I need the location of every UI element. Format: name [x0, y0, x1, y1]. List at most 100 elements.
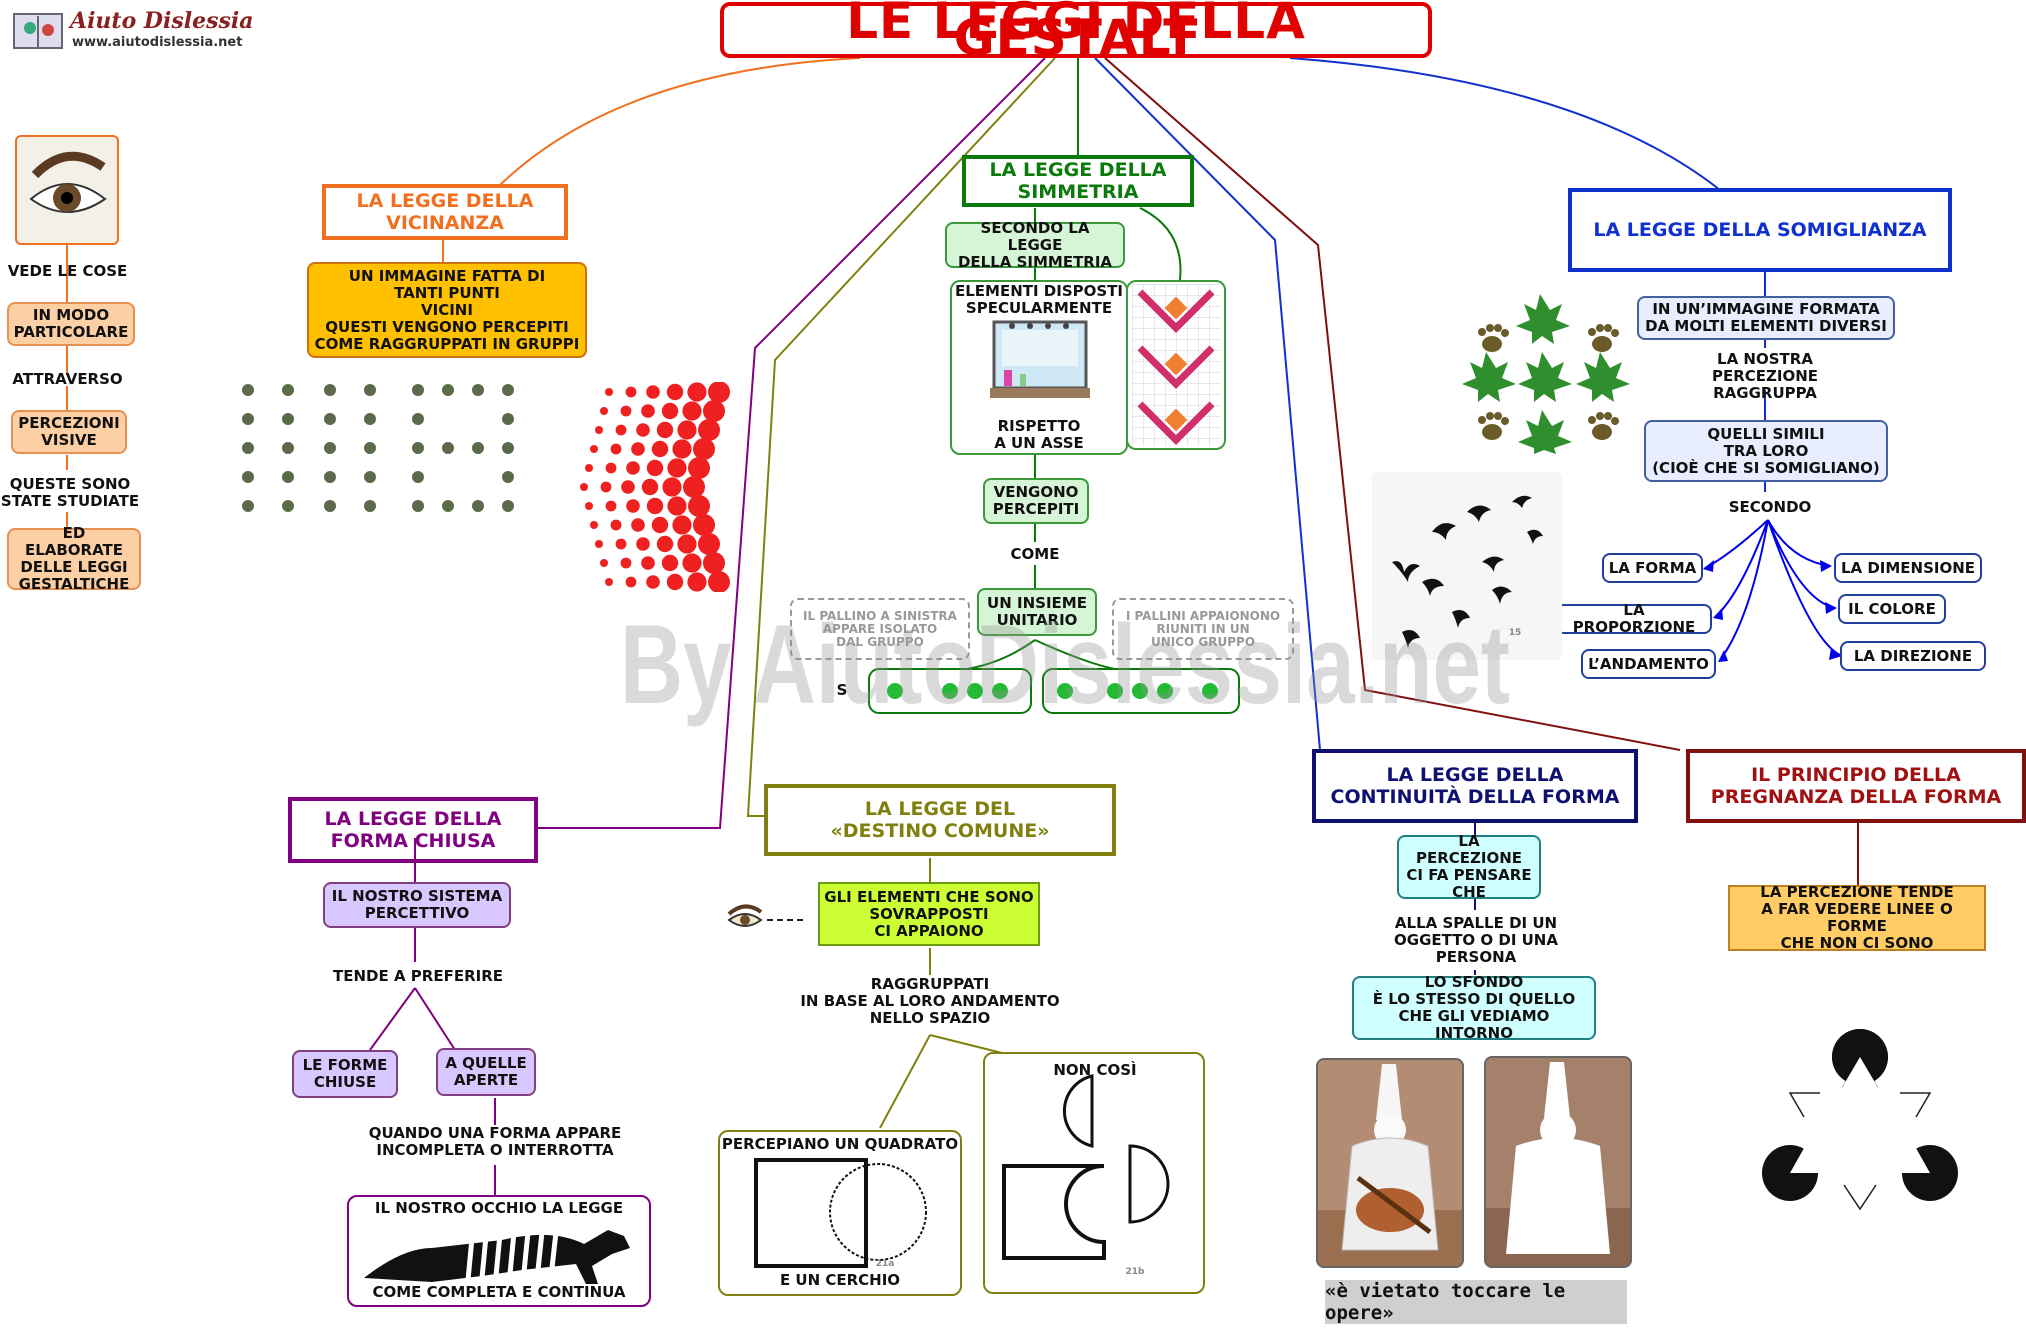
- gray-dot: [364, 413, 376, 425]
- red-dot: [590, 445, 598, 453]
- forma-chiusa-box-aperte: A QUELLE APERTE: [436, 1048, 536, 1096]
- branch-continuita: [1094, 57, 1321, 751]
- forma-chiusa-text-incompleta: QUANDO UNA FORMA APPARE INCOMPLETA O INT…: [368, 1124, 622, 1159]
- gray-dot: [242, 384, 254, 396]
- red-dot: [646, 575, 660, 589]
- green-dot: [1107, 683, 1123, 699]
- criterion-andamento: L’ANDAMENTO: [1581, 649, 1716, 679]
- green-dot: [967, 683, 983, 699]
- red-dot: [605, 500, 617, 512]
- criterion-forma: LA FORMA: [1602, 553, 1703, 583]
- green-dot: [1057, 683, 1073, 699]
- red-dot: [636, 537, 650, 551]
- gray-dot: [364, 384, 376, 396]
- continuita-box-percezione: LA PERCEZIONE CI FA PENSARE CHE: [1397, 833, 1541, 901]
- somiglianza-text-raggruppa: LA NOSTRA PERCEZIONE RAGGRUPPA: [1711, 350, 1819, 402]
- red-dot: [610, 443, 622, 455]
- red-dot: [672, 439, 692, 459]
- red-dot: [656, 535, 674, 553]
- red-dot: [708, 571, 730, 592]
- red-dot: [687, 572, 707, 592]
- continuita-box-sfondo: LO SFONDO È LO STESSO DI QUELLO CHE GLI …: [1352, 974, 1596, 1042]
- red-dot: [600, 559, 608, 567]
- gray-dot: [412, 500, 424, 512]
- left-box-modo: IN MODO PARTICOLARE: [7, 302, 135, 346]
- red-dot: [672, 515, 692, 535]
- gray-dot: [324, 442, 336, 454]
- destino-text-raggruppati: RAGGRUPPATI IN BASE AL LORO ANDAMENTO NE…: [800, 975, 1060, 1027]
- red-dot: [666, 383, 684, 401]
- greyhound-icon: [362, 1218, 638, 1292]
- red-dot: [626, 499, 640, 513]
- criterion-colore: IL COLORE: [1838, 594, 1946, 624]
- forma-chiusa-text-preferire: TENDE A PREFERIRE: [333, 967, 503, 985]
- green-dots-figure: [868, 668, 1240, 714]
- red-dot: [708, 382, 730, 403]
- branch-destino: [746, 57, 1056, 817]
- green-dot: [992, 683, 1008, 699]
- red-dot: [683, 476, 705, 498]
- simmetria-text-speculari: ELEMENTI DISPOSTI SPECULARMENTE: [954, 282, 1123, 317]
- criterion-proporzione: LA PROPORZIONE: [1556, 602, 1712, 636]
- continuita-header: LA LEGGE DELLA CONTINUITÀ DELLA FORMA: [1312, 749, 1638, 823]
- simmetria-box-unitario: UN INSIEME UNITARIO: [977, 588, 1097, 636]
- destino-frame-noncosi: [983, 1052, 1205, 1294]
- red-dot: [698, 533, 720, 555]
- simmetria-box-secondo: SECONDO LA LEGGE DELLA SIMMETRIA: [945, 219, 1125, 270]
- forma-chiusa-box-sistema: IL NOSTRO SISTEMA PERCETTIVO: [323, 882, 511, 928]
- green-dot: [1157, 683, 1173, 699]
- red-dot: [615, 424, 627, 436]
- square-circle-figure: [748, 1156, 938, 1276]
- gray-dot: [282, 413, 294, 425]
- red-dot: [600, 481, 612, 493]
- eye-icon: [15, 135, 119, 245]
- kanizsa-triangle-figure: [1760, 1025, 1960, 1219]
- green-dot: [1202, 683, 1218, 699]
- gray-dot: [282, 471, 294, 483]
- red-dot: [610, 519, 622, 531]
- watermark: By AiutoDislessia.net: [620, 602, 1511, 727]
- red-dot: [687, 382, 707, 402]
- gray-dot: [412, 384, 424, 396]
- simmetria-text-come: COME: [1010, 545, 1060, 563]
- red-dot: [667, 496, 687, 516]
- left-text-studiate: QUESTE SONO STATE STUDIATE: [0, 475, 140, 510]
- red-dot: [682, 553, 702, 573]
- destino-header: LA LEGGE DEL «DESTINO COMUNE»: [764, 784, 1116, 856]
- page-title: LE LEGGI DELLA GESTALT: [720, 0, 1432, 63]
- leaves-pawprints-figure: [1462, 292, 1630, 458]
- destino-frame1-top: PERCEPIANO UN QUADRATO: [721, 1135, 959, 1153]
- red-dots-figure: [580, 382, 730, 592]
- forma-chiusa-frame-bottom: COME COMPLETA E CONTINUA: [372, 1283, 626, 1301]
- red-dot: [600, 407, 608, 415]
- destino-frame2-num: 21b: [1125, 1267, 1145, 1277]
- gray-dot: [472, 442, 484, 454]
- gray-dot: [502, 500, 514, 512]
- gray-dot: [242, 471, 254, 483]
- red-dot: [651, 516, 669, 534]
- logo-url: www.aiutodislessia.net: [72, 35, 243, 50]
- vicinanza-header: LA LEGGE DELLA VICINANZA: [322, 184, 568, 240]
- red-dot: [626, 461, 640, 475]
- red-dot: [682, 401, 702, 421]
- gray-dot: [412, 413, 424, 425]
- destino-frame1-bottom: E UN CERCHIO: [779, 1271, 901, 1289]
- red-dot: [580, 483, 588, 491]
- red-dot: [620, 405, 632, 417]
- vicinanza-desc: UN IMMAGINE FATTA DI TANTI PUNTI VICINI …: [307, 262, 587, 358]
- gray-dot: [364, 442, 376, 454]
- gray-dot: [242, 442, 254, 454]
- red-dot: [641, 556, 655, 570]
- destino-frame-quadrato: [718, 1130, 962, 1296]
- red-dot: [651, 440, 669, 458]
- simmetria-text-asse: RISPETTO A UN ASSE: [994, 417, 1084, 452]
- red-dot: [631, 518, 645, 532]
- red-dot: [646, 385, 660, 399]
- red-dot: [661, 554, 679, 572]
- somiglianza-box-simili: QUELLI SIMILI TRA LORO (CIOÈ CHE SI SOMI…: [1644, 420, 1888, 482]
- pierrot-photo: [1316, 1058, 1464, 1268]
- red-dot: [605, 578, 613, 586]
- continuita-caption: «è vietato toccare le opere»: [1325, 1280, 1627, 1324]
- red-dot: [646, 459, 664, 477]
- simmetria-s-label: S: [836, 681, 848, 699]
